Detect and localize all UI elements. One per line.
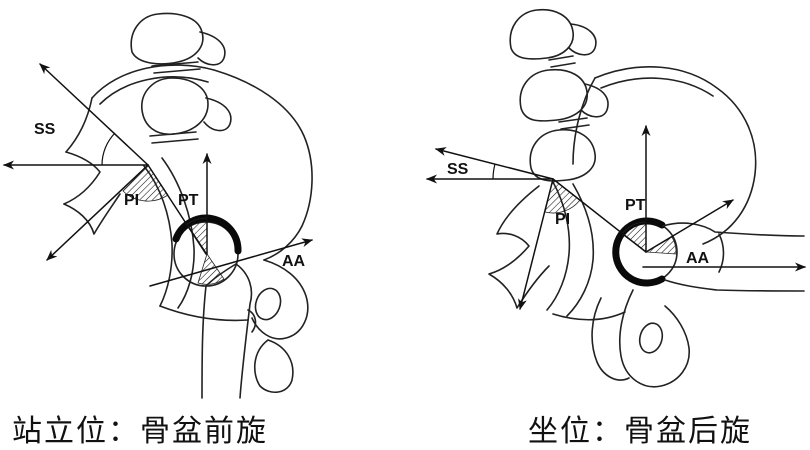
acetabular-axis-arrow	[645, 199, 734, 253]
greater-trochanter	[718, 233, 725, 273]
iliac-crest-inner	[99, 76, 209, 105]
ss-label: SS	[34, 121, 56, 138]
angle-labels-standing: SS PI PT AA	[34, 121, 306, 270]
acetabular-rim-arc	[612, 217, 666, 287]
sacrum-to-hip-line	[552, 178, 647, 253]
anterior-iliac-spine-upper	[63, 151, 101, 205]
acetabular-rim-arc	[172, 214, 242, 255]
sitting-pelvis-figure: SS PI PT AA	[426, 8, 806, 388]
sacrum-posterior-line	[161, 157, 195, 309]
standing-pelvis-figure: SS PI PT AA	[3, 12, 313, 399]
ilium-anterior-edge	[65, 97, 93, 153]
pi-label: PI	[124, 192, 139, 209]
vertebra-2-body	[141, 77, 209, 135]
measurement-lines-sitting	[426, 125, 806, 310]
pi-label: PI	[555, 211, 570, 228]
sacral-slope-arc	[101, 132, 116, 166]
iliac-crest-outer	[91, 64, 313, 261]
sacral-endplate-arrow	[435, 147, 554, 180]
aa-label: AA	[282, 253, 306, 270]
endplate-perpendicular-arrow	[518, 178, 554, 310]
sacrum-to-hip-line	[147, 164, 207, 255]
ss-label: SS	[447, 161, 469, 178]
acetabular-angle-wedge	[644, 236, 677, 255]
vertebra-1-process	[568, 23, 597, 56]
anterior-iliac-spine-lower	[63, 193, 121, 235]
vertebra-2-body	[519, 68, 588, 122]
vertebra-2-process	[580, 83, 609, 118]
vertebra-3-body	[529, 129, 596, 182]
sacral-endplate-arrow	[39, 63, 149, 166]
acetabular-axis-arrow	[149, 238, 313, 287]
endplate-perpendicular-arrow	[46, 164, 149, 261]
disc-lines	[548, 55, 590, 130]
sacrum-posterior-line	[566, 183, 595, 317]
aa-label: AA	[686, 250, 710, 267]
femur-shaft-inner	[201, 285, 207, 399]
pt-label: PT	[178, 192, 199, 209]
sciatic-notch	[552, 311, 626, 321]
angle-labels-sitting: SS PI PT AA	[447, 161, 710, 267]
sciatic-notch	[159, 305, 249, 322]
obturator-foramen	[638, 322, 664, 354]
greater-trochanter	[235, 263, 253, 399]
pelvic-incidence-wedge	[122, 164, 169, 202]
ischium-outline	[618, 289, 690, 388]
ischial-tuberosity	[253, 339, 294, 393]
measurement-lines-standing	[3, 63, 313, 287]
ischium-outline	[251, 259, 309, 340]
pubis-outline	[591, 297, 630, 381]
obturator-foramen	[254, 287, 282, 321]
pelvic-tilt-wedge	[186, 217, 208, 256]
vertebra-1-process	[197, 31, 226, 66]
lesser-trochanter	[247, 309, 257, 333]
angle-wedges-standing	[101, 132, 225, 285]
vertebra-2-process	[203, 97, 232, 132]
ilium-anterior-edge	[572, 77, 596, 165]
anterior-iliac-spines	[488, 185, 550, 309]
disc-lines	[149, 61, 201, 144]
femur-top-edge	[662, 222, 805, 237]
vertebra-1-body	[509, 8, 574, 60]
pelvis-line-art-standing	[63, 12, 313, 399]
iliac-crest-inner	[600, 77, 714, 97]
sitting-caption: 坐位：骨盆后旋	[528, 415, 752, 448]
pt-label: PT	[625, 197, 646, 214]
sacral-slope-arc	[492, 163, 496, 180]
standing-caption: 站立位：骨盆前旋	[12, 415, 268, 448]
iliac-crest-outer	[594, 66, 757, 245]
femur-bottom-edge	[664, 279, 805, 292]
vertebra-1-body	[130, 12, 204, 65]
